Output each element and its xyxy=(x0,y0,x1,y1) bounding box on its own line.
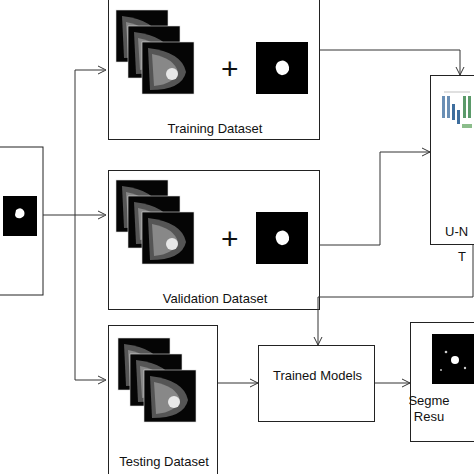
node-text: Validation Dataset xyxy=(109,291,321,307)
connector xyxy=(218,379,258,387)
arrow-head xyxy=(314,337,322,345)
connector-line xyxy=(218,383,258,384)
dataset-box: Validation Dataset xyxy=(108,170,320,310)
connector-line xyxy=(375,383,410,384)
node-text: Testing Dataset xyxy=(109,454,219,470)
arrow-head xyxy=(456,67,464,75)
connector xyxy=(314,245,473,345)
model-box: U-N xyxy=(430,75,474,245)
arrow-head xyxy=(402,379,410,387)
plus-sign: + xyxy=(221,54,239,84)
connector-line xyxy=(320,152,430,245)
connector xyxy=(320,50,464,75)
connector xyxy=(375,379,410,387)
connector-line xyxy=(318,245,473,345)
result-box: Segme Resu xyxy=(410,322,474,442)
cut-label: T xyxy=(458,249,466,265)
connector-line xyxy=(320,50,460,75)
node-text: Segme Resu xyxy=(405,393,453,425)
node-text: Training Dataset xyxy=(109,121,321,137)
plus-sign: + xyxy=(221,224,239,254)
dataset-box: Training Dataset xyxy=(108,0,320,140)
dataset-box: Testing Dataset xyxy=(108,325,218,474)
arrow-head xyxy=(250,379,258,387)
process-box: Trained Models xyxy=(258,345,375,422)
node-text: Trained Models xyxy=(259,368,376,384)
node-text: U-N xyxy=(445,224,474,240)
connector xyxy=(320,148,430,245)
arrow-head xyxy=(422,148,430,156)
